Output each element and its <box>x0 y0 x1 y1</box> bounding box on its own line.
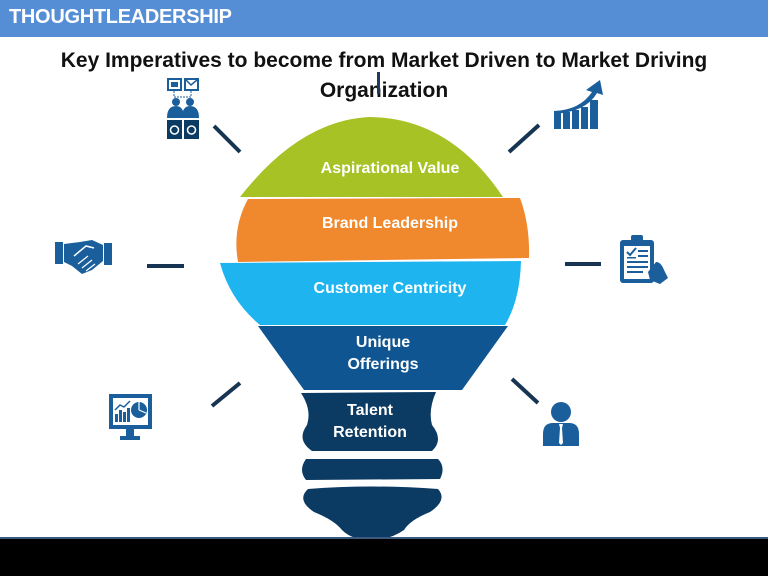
team-communication-icon <box>167 78 199 139</box>
layer-talent-retention <box>301 392 438 451</box>
ray-top-right <box>507 123 541 154</box>
ray-bottom-left <box>210 381 242 408</box>
layer-customer-centricity <box>220 261 521 325</box>
layer-brand-leadership <box>236 198 530 262</box>
clipboard-checklist-icon <box>620 235 668 284</box>
ray-bottom-right <box>510 377 540 405</box>
text-cursor <box>377 72 380 94</box>
businessman-icon <box>543 402 579 446</box>
label-aspirational-value: Aspirational Value <box>320 160 460 177</box>
layer-aspirational-value <box>240 117 503 197</box>
rays <box>147 123 601 408</box>
label-unique-offerings-line1: Unique <box>355 334 411 351</box>
header-bar: THOUGHTLEADERSHIP <box>0 0 768 37</box>
bulb-base-ring <box>302 459 443 480</box>
label-unique-offerings-line2: Offerings <box>347 356 419 373</box>
label-brand-leadership: Brand Leadership <box>321 215 459 232</box>
layer-unique-offerings <box>258 326 508 390</box>
label-customer-centricity: Customer Centricity <box>313 280 467 297</box>
slide-title: Key Imperatives to become from Market Dr… <box>0 46 768 106</box>
label-talent-retention-line1: Talent <box>347 402 393 419</box>
header-title: THOUGHTLEADERSHIP <box>9 6 232 28</box>
analytics-monitor-icon <box>109 394 152 440</box>
bulb-base-tip <box>303 486 442 540</box>
slide-title-line1: Key Imperatives to become from Market Dr… <box>60 49 708 72</box>
handshake-icon <box>55 240 112 274</box>
slide-title-line2: Organization <box>319 79 449 102</box>
label-talent-retention-line2: Retention <box>333 424 407 441</box>
label-unique-offerings: Unique Offerings <box>323 332 443 376</box>
growth-chart-arrow-icon <box>554 80 603 129</box>
ray-top-left <box>212 124 242 154</box>
label-talent-retention: Talent Retention <box>310 400 430 444</box>
footer-bar <box>0 537 768 576</box>
